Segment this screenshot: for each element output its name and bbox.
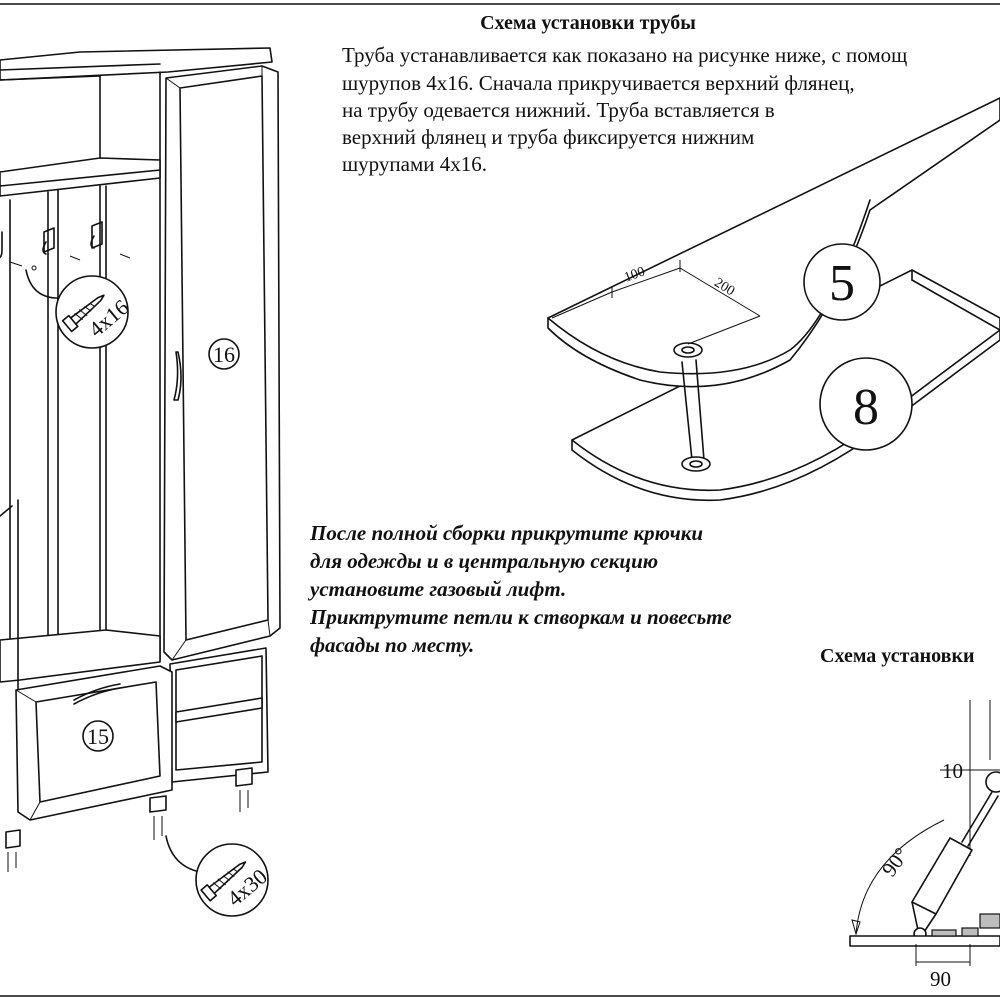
gaslift-cylinder	[911, 837, 973, 915]
leg-2	[149, 795, 167, 840]
leg-3	[235, 767, 253, 812]
part-8-number: 8	[853, 379, 879, 436]
dim-90-label: 90	[930, 967, 951, 991]
drawer-handle[interactable]	[73, 683, 121, 701]
bottom-shelf	[0, 629, 161, 683]
gaslift-drawing: 10 90° 90	[849, 700, 1000, 991]
pipe-text-line-5: шурупами 4х16.	[342, 152, 487, 176]
dim-200-line	[679, 267, 761, 317]
note-line-1: После полной сборки прикрутите крючки	[309, 521, 703, 545]
hook-screw-leader	[25, 269, 63, 299]
part-8-badge	[819, 357, 913, 451]
dim-angle-label: 90°	[877, 843, 914, 881]
door-part-number: 16	[213, 342, 235, 367]
pipe	[681, 361, 693, 461]
gaslift-base-board	[849, 935, 1000, 947]
leg-1	[5, 829, 21, 872]
coat-hook-2	[42, 227, 55, 255]
pipe-section-title: Схема установки трубы	[480, 12, 696, 34]
dim-angle-arc	[855, 819, 945, 935]
part-5-number: 5	[829, 255, 855, 312]
note-line-5: фасады по месту.	[310, 633, 474, 657]
pipe-text-line-2: шурупов 4х16. Сначала прикручивается вер…	[342, 71, 855, 95]
dim-10-label: 10	[942, 759, 963, 783]
part-5-badge	[803, 243, 881, 321]
pipe-text-line-3: на трубу одевается нижний. Труба вставля…	[342, 98, 775, 122]
hat-shelf	[0, 157, 161, 197]
note-line-3: установите газовый лифт.	[307, 577, 566, 601]
pipe-top-flange	[673, 342, 703, 358]
shelf-part-8	[571, 269, 1000, 502]
cabinet-top-panel	[0, 47, 273, 81]
dim-100-line	[551, 291, 613, 319]
pipe-text-line-1: Труба устанавливается как показано на ри…	[342, 43, 907, 67]
door-part-badge	[208, 338, 240, 370]
pipe-text-line-4: верхний флянец и труба фиксируется нижни…	[342, 125, 754, 149]
dim-100-label: 100	[622, 264, 647, 285]
leg-screw-leader	[165, 835, 201, 873]
drawer-part-number: 15	[87, 724, 109, 749]
note-line-2: для одежды и в центральную секцию	[310, 549, 658, 573]
coat-hook-1	[0, 231, 3, 259]
pipe-bottom-flange	[681, 456, 711, 472]
note-line-4: Приктрутите петли к створкам и повесьте	[309, 605, 732, 629]
cabinet-drawing: 4x16 16 15	[0, 47, 281, 917]
gaslift-top-mount	[985, 771, 1000, 793]
coat-hook-3	[90, 221, 103, 249]
lower-shelf-board	[175, 697, 263, 723]
drawer-part-badge	[82, 720, 114, 752]
gaslift-section-title: Схема установки	[820, 645, 975, 667]
screw-4x16-icon	[61, 294, 105, 333]
door-handle[interactable]	[173, 351, 182, 401]
screw-4x30-icon	[200, 861, 247, 902]
left-section-top-edge	[0, 75, 101, 81]
gaslift-rod	[961, 791, 993, 843]
pipe-shelves-drawing: 100 200 5 8	[547, 97, 1000, 502]
